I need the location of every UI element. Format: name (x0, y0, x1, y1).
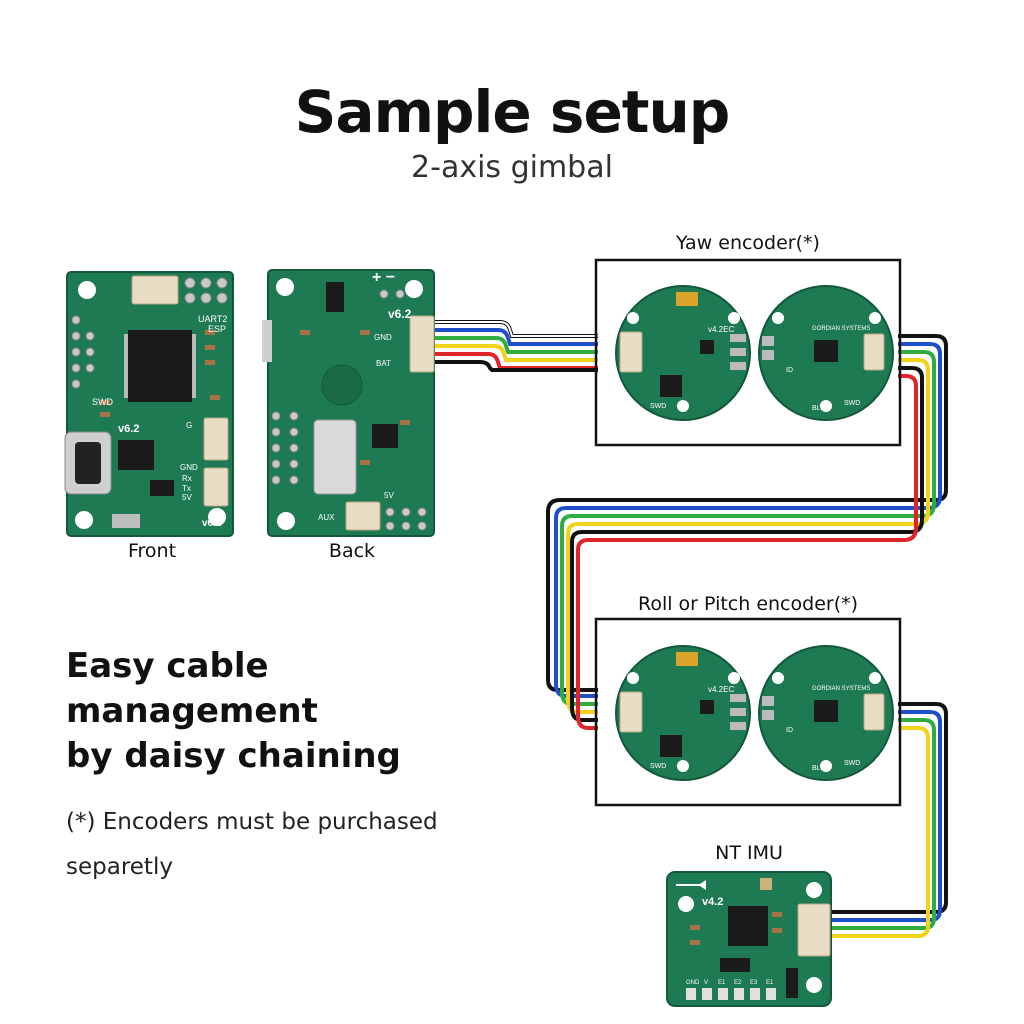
yaw-encoder-version: v4.2EC (708, 325, 734, 334)
footnote-line-1: (*) Encoders must be purchased (66, 809, 438, 835)
back-aux-silk: AUX (318, 513, 335, 522)
cable-yaw-to-roll (546, 334, 948, 730)
front-version-silk: v6.2 (118, 423, 139, 435)
front-g-silk: G (186, 421, 192, 430)
cable-roll-to-imu (830, 702, 948, 938)
front-gnd-silk: GND (180, 463, 198, 472)
headline: Easy cable management by daisy chaining (66, 644, 486, 779)
front-version-silk-2: v6.2 (202, 518, 222, 529)
yaw-encoder-swd: SWD (650, 403, 666, 410)
back-bat-silk: BAT (376, 359, 391, 368)
controller-back-board: v6.2 GND BAT 5V AUX + − (262, 269, 435, 537)
imu-version-silk: v4.2 (702, 896, 723, 908)
yaw-encoder-caption: Yaw encoder(*) (676, 232, 820, 254)
controller-front-board: v6.2 v6.2 UART2 ESP SWD GND Rx Tx 5V G (64, 271, 234, 537)
headline-line-2: management (66, 691, 318, 731)
roll-pitch-encoder-caption: Roll or Pitch encoder(*) (637, 593, 859, 615)
back-caption: Back (328, 540, 376, 562)
back-5v-silk: 5V (384, 491, 394, 500)
front-5v-silk: 5V (182, 493, 192, 502)
yaw-encoder-board-1: v4.2EC SWD (615, 285, 751, 421)
yaw-encoder-board-2: GORDIAN SYSTEMS ID BL SWD (758, 285, 894, 421)
cable-controller-to-yaw (432, 320, 598, 372)
imu-pin-0: GND (686, 980, 700, 986)
roll-encoder-board-2: GORDIAN SYSTEMS ID BL SWD (758, 645, 894, 781)
yaw-encoder-bl: BL (812, 405, 821, 412)
headline-line-3: by daisy chaining (66, 736, 401, 776)
yaw-encoder-frame (594, 258, 902, 447)
roll-encoder-swd-2: SWD (844, 760, 860, 767)
back-version-silk: v6.2 (388, 307, 412, 321)
front-swd-silk: SWD (92, 397, 113, 407)
front-rx-silk: Rx (182, 474, 192, 483)
front-esp-silk: ESP (208, 324, 226, 334)
imu-board: v4.2 GND V E1 E2 E3 E1 (666, 871, 832, 1007)
imu-pin-4: E3 (750, 980, 758, 986)
yaw-encoder-swd-2: SWD (844, 400, 860, 407)
footnote: (*) Encoders must be purchased separetly (66, 800, 486, 890)
roll-pitch-encoder-frame (594, 617, 902, 807)
page-subtitle: 2-axis gimbal (411, 150, 613, 185)
front-uart-silk: UART2 (198, 314, 227, 324)
roll-encoder-id: ID (786, 727, 793, 734)
headline-line-1: Easy cable (66, 646, 269, 686)
roll-encoder-bl: BL (812, 765, 821, 772)
page-title: Sample setup (294, 78, 731, 146)
yaw-encoder-id: ID (786, 367, 793, 374)
roll-encoder-brand: GORDIAN SYSTEMS (812, 686, 870, 692)
imu-pin-1: V (704, 980, 708, 986)
yaw-encoder-brand: GORDIAN SYSTEMS (812, 326, 870, 332)
front-caption: Front (127, 540, 177, 562)
svg-text:+ −: + − (372, 269, 395, 286)
front-tx-silk: Tx (182, 484, 191, 493)
roll-encoder-version: v4.2EC (708, 685, 734, 694)
imu-pin-2: E1 (718, 980, 726, 986)
roll-encoder-board-1: v4.2EC SWD (615, 645, 751, 781)
footnote-line-2: separetly (66, 854, 173, 880)
back-gnd-silk: GND (374, 333, 392, 342)
imu-pin-5: E1 (766, 980, 774, 986)
imu-pin-3: E2 (734, 980, 742, 986)
imu-caption: NT IMU (715, 842, 783, 864)
roll-encoder-swd: SWD (650, 763, 666, 770)
